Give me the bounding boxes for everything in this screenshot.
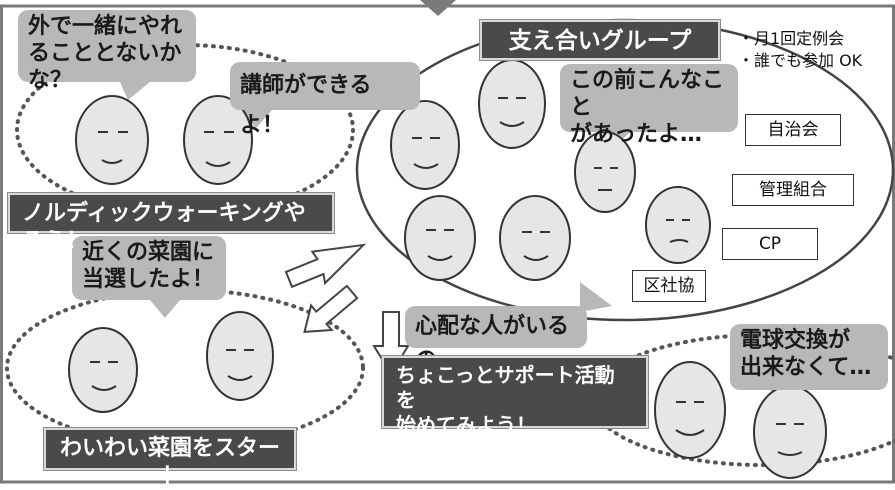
org-box-management-union: 管理組合 — [732, 174, 854, 206]
bubble-garden-won: 近くの菜園に 当選したよ！ — [72, 236, 226, 300]
bubble-tail — [120, 82, 150, 100]
bubble-tail — [242, 110, 272, 128]
lightbulb-group-ellipse — [590, 333, 895, 467]
walking-group-ellipse — [15, 43, 355, 217]
group-note-anyone: ・誰でも参加 OK — [738, 51, 863, 70]
person-face — [68, 59, 827, 479]
face-features — [90, 97, 804, 456]
org-box-ward-council: 区社協 — [632, 270, 706, 302]
banner-support-group: 支え合いグループ — [480, 20, 720, 60]
bubble-outside-together: 外で一緒にやれ ることとないかな？ — [18, 10, 196, 93]
banner-start-garden: わいわい菜園をスタート — [44, 428, 296, 489]
bubble-tail — [580, 282, 612, 312]
bubble-this-happened: この前こんなこと があったよ… — [560, 64, 738, 147]
bubble-lightbulb: 電球交換が 出来なくて… — [730, 324, 888, 390]
banner-nordic-walking: ノルディックウォーキングやろう！ — [8, 193, 334, 254]
bubble-instructor: 講師ができるよ！ — [230, 62, 420, 138]
group-note-monthly: ・月1回定例会 — [738, 29, 845, 48]
top-pointer — [420, 0, 456, 16]
arrow-to-garden — [303, 284, 359, 333]
org-box-cp: CP — [722, 228, 818, 260]
banner-small-support: ちょこっとサポート活動を 始めてみよう！ — [382, 356, 648, 437]
arrow-to-walking — [284, 243, 367, 289]
org-box-neighborhood-assoc: 自治会 — [745, 114, 841, 146]
bubble-tail — [150, 300, 180, 318]
bubble-worried-person: 心配な人がいるの… — [405, 306, 587, 373]
